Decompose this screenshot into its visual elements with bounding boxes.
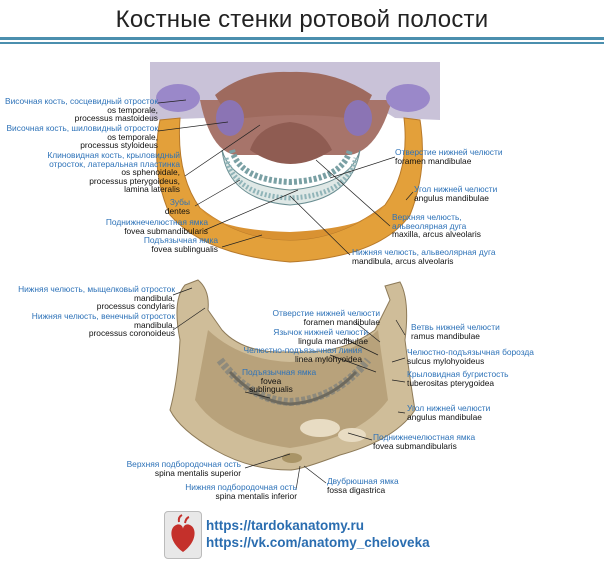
label-lingula-mandibulae: Язычок нижней челюсти lingula mandibulae: [273, 327, 368, 346]
footer-link-vk[interactable]: https://vk.com/anatomy_cheloveka: [206, 535, 430, 550]
title-rule-bottom: [0, 42, 604, 44]
leader-lines-bottom: [172, 287, 406, 491]
label-pterygoid-tuberosity: Крыловидная бугристость tuberositas pter…: [407, 369, 509, 388]
label-spina-mentalis-superior: Верхняя подбородочная ость spina mentali…: [126, 459, 241, 478]
title-rule-top: [0, 37, 604, 40]
label-maxilla-alveolar-arch: Верхняя челюсть, альвеолярная дуга maxil…: [392, 212, 481, 240]
label-sublingual-fovea-top: Подъязычная ямка fovea sublingualis: [143, 235, 218, 254]
label-fossa-digastrica: Двубрюшная ямка fossa digastrica: [327, 476, 399, 495]
heart-logo-icon: [164, 511, 202, 559]
label-submandibular-fovea-bottom: Поднижнечелюстная ямка fovea submandibul…: [373, 432, 476, 451]
label-condylar-process: Нижняя челюсть, мыщелковый отросток mand…: [18, 284, 175, 312]
mandible-top-illustration: [156, 117, 423, 263]
label-mandible-alveolar-arch: Нижняя челюсть, альвеолярная дуга mandib…: [352, 247, 496, 266]
mandible-bottom-illustration: [169, 279, 416, 471]
label-teeth: Зубы dentes: [164, 197, 190, 216]
leader-lines-top: [157, 99, 414, 256]
label-submandibular-fovea-top: Поднижнечелюстная ямка fovea submandibul…: [105, 217, 208, 236]
label-ramus-mandibulae: Ветвь нижней челюсти ramus mandibulae: [411, 322, 500, 341]
label-mylohyoid-line: Челюстно-подъязычная линия linea mylohyo…: [243, 345, 362, 364]
label-mandible-angle-top: Угол нижней челюсти angulus mandibulae: [414, 184, 498, 203]
label-mylohyoid-sulcus: Челюстно-подъязычная борозда sulcus mylo…: [407, 347, 534, 366]
label-coronoid-process: Нижняя челюсть, венечный отросток mandib…: [31, 311, 175, 339]
label-sublingual-fovea-bottom: Подъязычная ямка fovea sublingualis: [242, 367, 317, 395]
page-title: Костные стенки ротовой полости: [115, 6, 489, 33]
label-pterygoid-plate: Клиновидная кость, крыловидный отросток,…: [47, 150, 180, 195]
label-styloid-process: Височная кость, шиловидный отросток os t…: [6, 123, 158, 151]
label-mandibular-foramen-top: Отверстие нижней челюсти foramen mandibu…: [395, 147, 503, 166]
label-mandible-angle-bottom: Угол нижней челюсти angulus mandibulae: [407, 403, 491, 422]
label-spina-mentalis-inferior: Нижняя подбородочная ость spina mentalis…: [185, 482, 297, 501]
footer-link-site[interactable]: https://tardokanatomy.ru: [206, 518, 365, 533]
label-mastoid-process: Височная кость, сосцевидный отросток os …: [4, 96, 158, 124]
label-mandibular-foramen-bottom: Отверстие нижней челюсти foramen mandibu…: [272, 308, 380, 327]
